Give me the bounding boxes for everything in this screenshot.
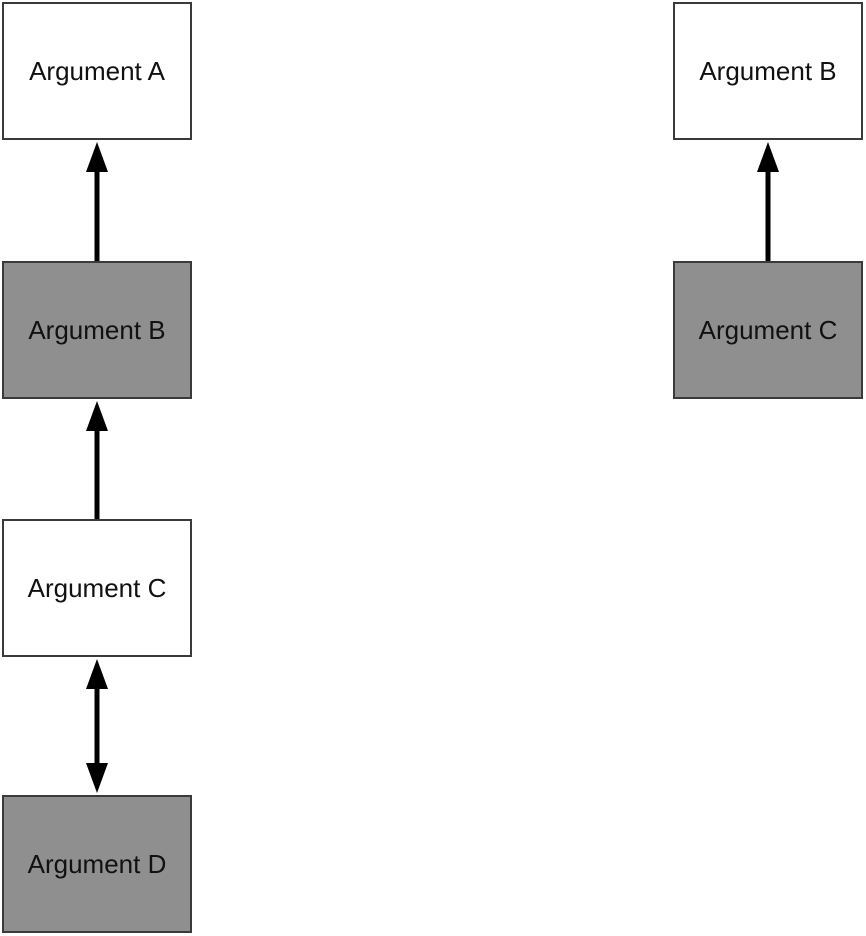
left-node-argument-c: Argument C [2,519,192,657]
right-node-argument-b: Argument B [673,2,863,140]
left-arrowhead-b-to-a [86,142,108,172]
right-arrowhead-c-to-b [757,142,779,172]
left-node-argument-d-label: Argument D [27,848,167,879]
left-node-argument-b-label: Argument B [28,314,166,345]
left-node-argument-b: Argument B [2,261,192,399]
left-node-argument-d: Argument D [2,795,192,933]
right-node-argument-b-label: Argument B [699,55,837,86]
left-node-argument-c-label: Argument C [27,572,167,603]
right-node-argument-c-label: Argument C [698,314,838,345]
left-node-argument-a: Argument A [2,2,192,140]
left-arrowhead-c-to-b [86,401,108,431]
right-node-argument-c: Argument C [673,261,863,399]
left-arrowhead-d-to-c [86,659,108,689]
left-node-argument-a-label: Argument A [29,55,165,86]
left-arrowhead-c-to-d [86,763,108,793]
